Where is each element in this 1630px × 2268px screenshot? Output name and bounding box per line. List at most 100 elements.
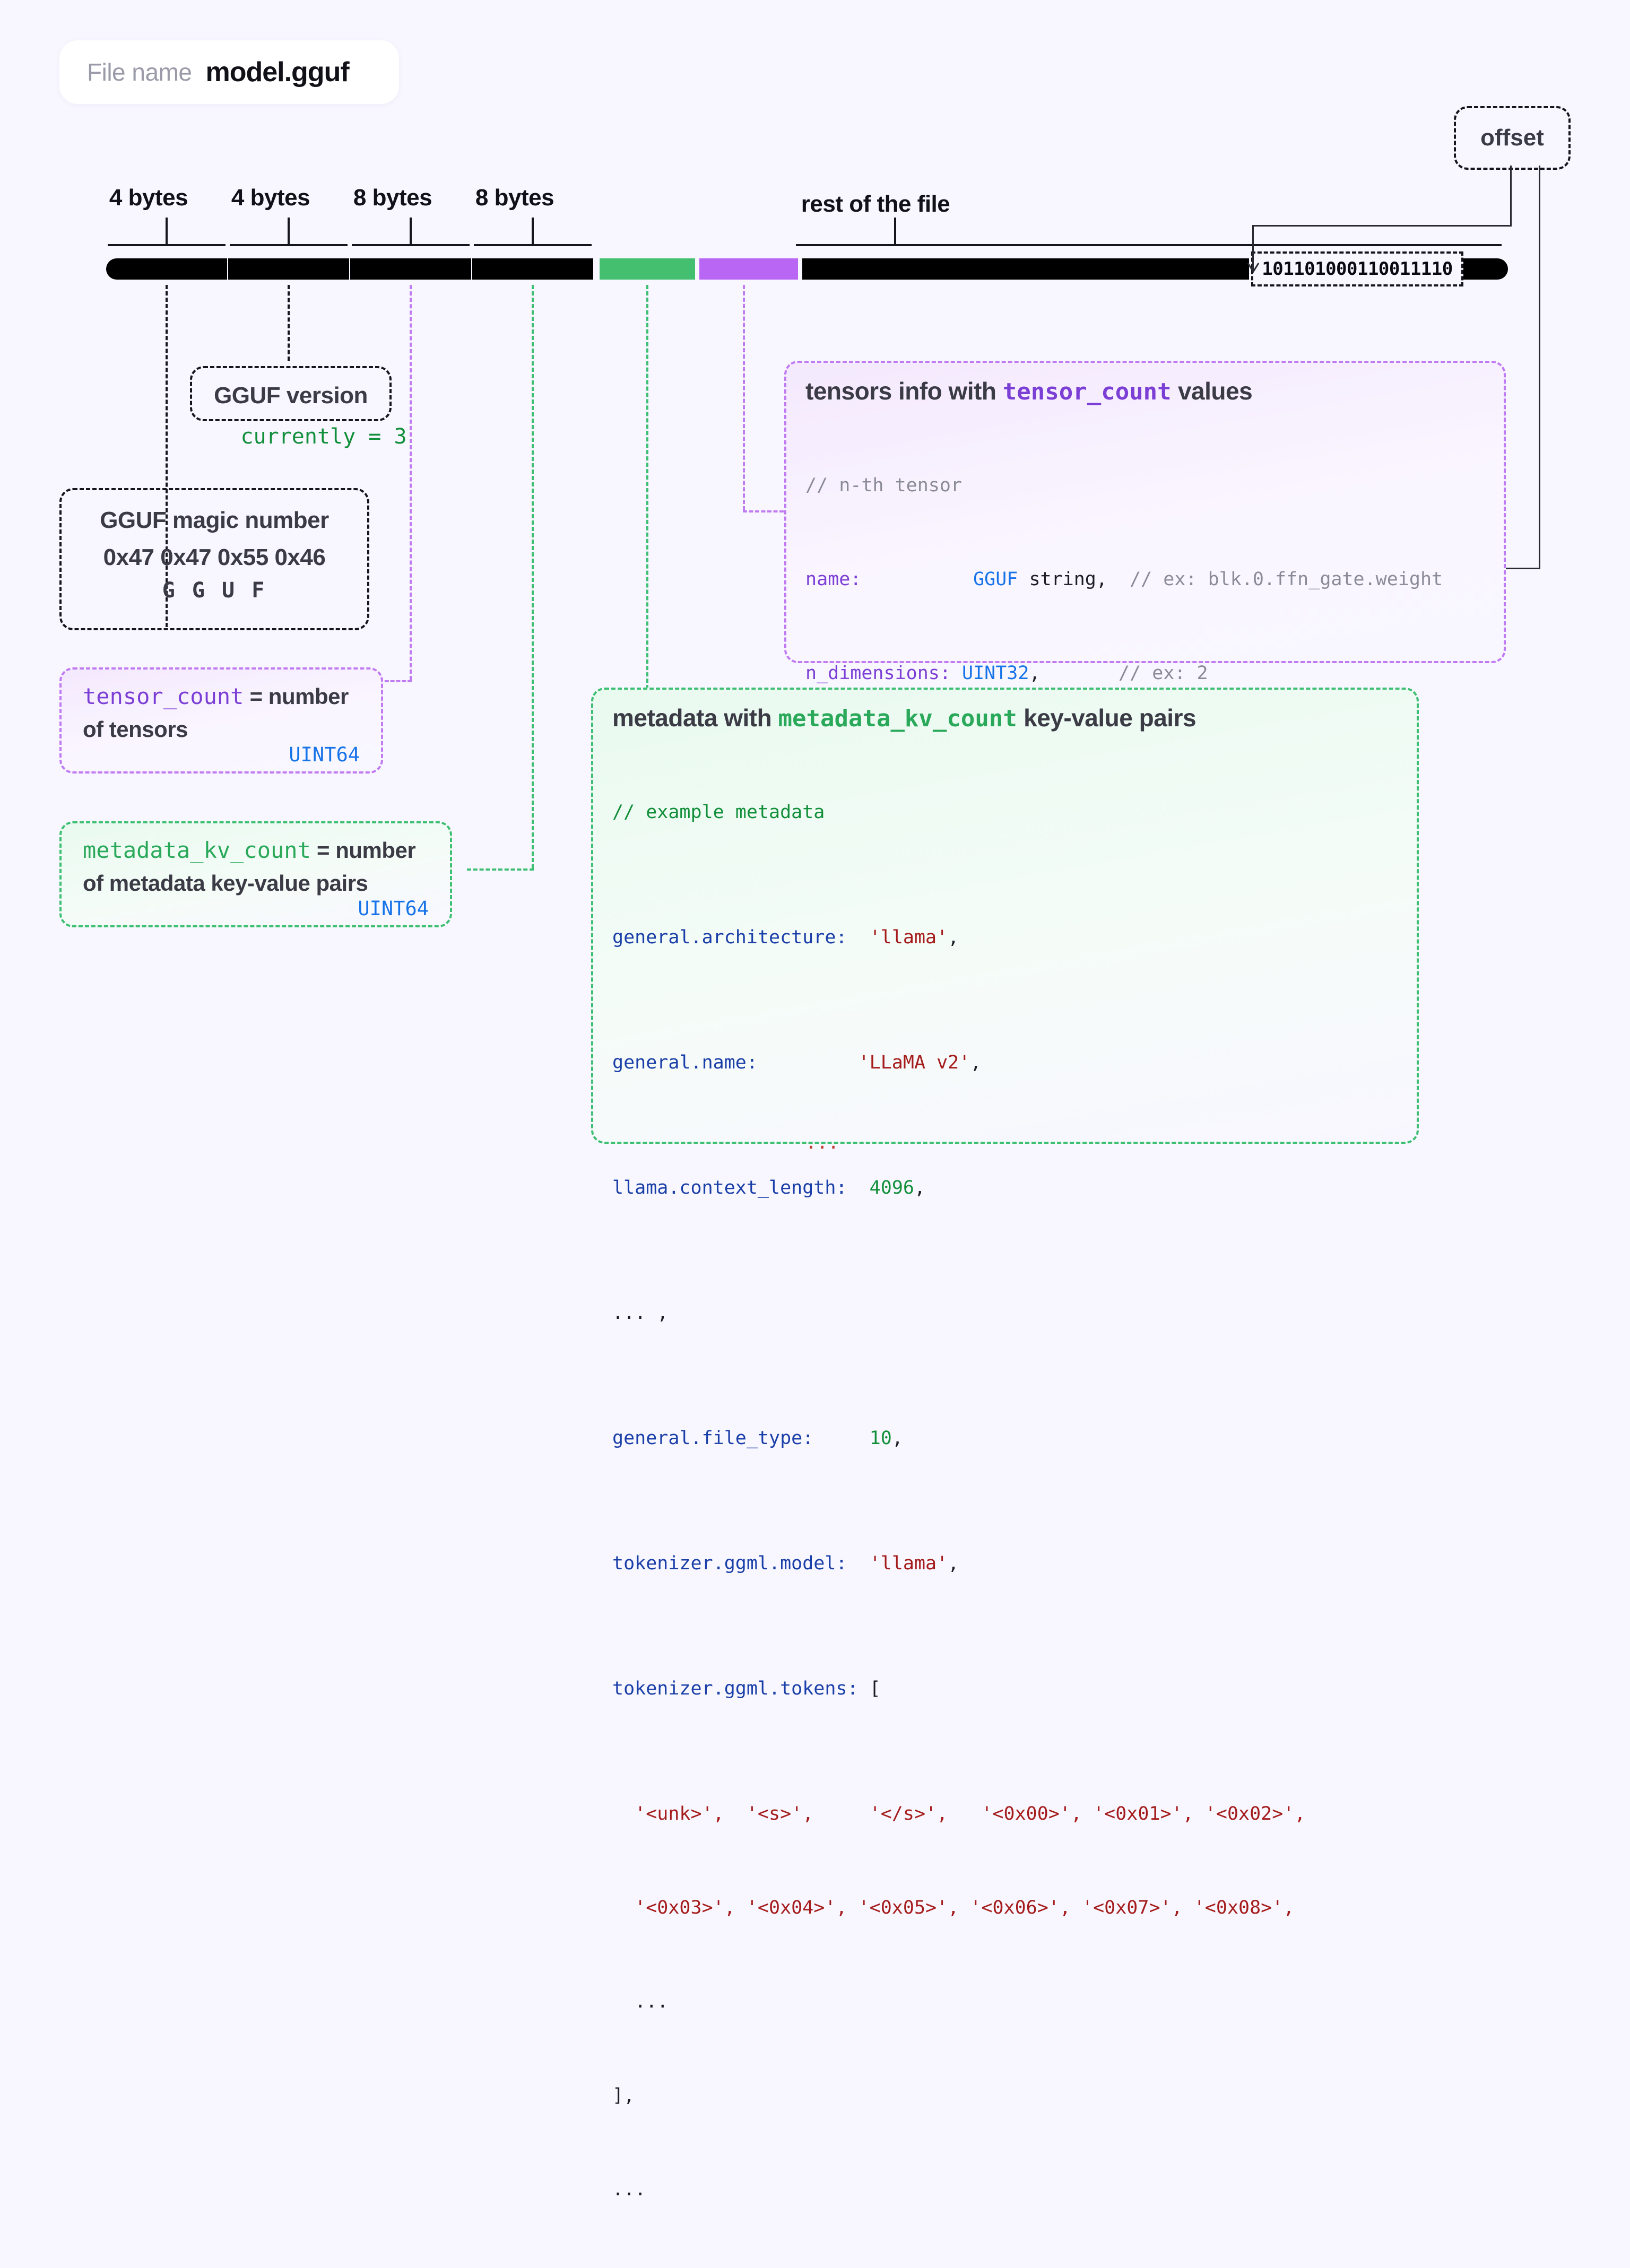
metadata-kv-count-name: metadata_kv_count [83,837,311,863]
bar-segment-version [228,258,349,280]
offset-arrow-seg-h1 [1252,225,1512,227]
tensor-count-type: UINT64 [289,743,360,766]
tensors-line-1-type: GGUF [973,569,1018,590]
metadata-kv-count-eq: = number [310,838,416,863]
tensors-line-1-key: name: [805,569,862,590]
span-tick-0 [166,218,168,244]
metadata-token-row-1: '<0x03>', '<0x04>', '<0x05>', '<0x06>', … [612,1897,1295,1918]
metadata-row-2-tail: , [914,1177,926,1198]
span-label-3: 8 bytes [475,185,554,211]
tensor-count-callout: tensor_count = number of tensors UINT64 [59,667,383,774]
tensors-line-0-comment: // n-th tensor [805,475,963,496]
tensors-info-callout: tensors info with tensor_count values //… [784,361,1506,1153]
gguf-version-title: GGUF version [214,383,368,409]
metadata-row-2-pad [847,1177,870,1198]
metadata-row-6-pad [859,1678,870,1699]
metadata-row-1-key: general.name: [612,1052,758,1073]
metadata-row-1-tail: , [970,1052,982,1073]
metadata-title-b: key-value pairs [1017,704,1197,732]
metadata-kv-count-type: UINT64 [358,897,429,920]
tensors-info-title-b: values [1171,377,1253,405]
tensors-line-2-key: n_dimensions: [805,663,951,684]
offset-arrow-seg-v2 [1252,225,1254,272]
metadata-row-1-pad [758,1052,859,1073]
bar-segment-metadata [600,258,695,280]
metadata-row-5-tail: , [948,1553,959,1574]
gguf-version-callout: GGUF version [190,366,392,421]
connector-kvcount-horizontal [467,868,534,871]
rest-of-file-label: rest of the file [801,191,950,217]
metadata-code: // example metadata general.architecture… [612,734,1398,2268]
offset-callout-label: offset [1480,125,1544,151]
tensors-line-2-comment: // ex: 2 [1040,663,1208,684]
tensor-count-name: tensor_count [83,683,244,709]
metadata-row-0-key: general.architecture: [612,927,847,948]
offset-arrow-seg-v1 [1510,166,1512,225]
metadata-row-5-key: tokenizer.ggml.model: [612,1553,847,1574]
bar-segment-rest-left [802,258,1249,280]
tensors-line-1-pad [861,569,973,590]
metadata-title-a: metadata with [612,704,778,732]
magic-number-hex: 0x47 0x47 0x55 0x46 [103,544,326,570]
span-rule-rest [796,244,1502,246]
file-name-label: File name [87,58,192,86]
span-label-0: 4 bytes [109,185,188,211]
metadata-kv-count-desc: of metadata key-value pairs [83,871,368,896]
tensor-count-desc: of tensors [83,717,188,742]
metadata-row-5-pad [847,1553,870,1574]
metadata-row-4-key: general.file_type: [612,1428,814,1449]
metadata-callout: metadata with metadata_kv_count key-valu… [591,688,1419,2200]
tensors-line-2-type2: , [1029,663,1041,684]
tensors-line-1-type2: string, [1018,569,1107,590]
tensor-count-eq: = number [244,684,349,709]
connector-tensorcount-horizontal-left [379,680,412,682]
connector-tensorsinfo-vertical [743,285,745,510]
metadata-row-0-tail: , [948,927,959,948]
metadata-row-2-key: llama.context_length: [612,1177,847,1198]
metadata-row-5-val: 'llama' [869,1553,948,1574]
bar-segment-kv-count [472,258,593,280]
connector-metadata-vertical [646,285,648,689]
magic-number-chars: G G U F [162,578,267,603]
bar-segment-tensors-info [699,258,798,280]
bar-segment-magic [106,258,227,280]
span-rule-3 [474,244,592,246]
metadata-kv-count-callout: metadata_kv_count = number of metadata k… [59,821,452,927]
metadata-row-6-key: tokenizer.ggml.tokens: [612,1678,859,1699]
file-name-pill: File name model.gguf [59,40,399,104]
metadata-row-4-tail: , [891,1428,903,1449]
tensors-info-title-a: tensors info with [805,377,1003,405]
gguf-version-note: currently = 3 [240,424,407,449]
span-rule-0 [108,244,226,246]
metadata-row-4-val: 10 [869,1428,892,1449]
connector-tensorsinfo-horizontal [743,510,796,512]
metadata-row-3-sep: ... , [612,1302,669,1324]
span-label-1: 4 bytes [231,185,310,211]
tensors-line-2-type: UINT32 [962,663,1029,684]
magic-number-title: GGUF magic number [100,507,329,533]
metadata-row-1-val: 'LLaMA v2' [858,1052,970,1073]
tensors-info-title-code: tensor_count [1002,378,1172,405]
metadata-token-row-0: '<unk>', '<s>', '</s>', '<0x00>', '<0x01… [612,1803,1306,1824]
metadata-row-0-pad [847,927,870,948]
span-label-2: 8 bytes [353,185,432,211]
span-rule-1 [230,244,348,246]
connector-version-vertical [288,285,290,361]
metadata-close-bracket: ], [612,2085,635,2106]
metadata-title-code: metadata_kv_count [778,705,1017,732]
span-tick-1 [288,218,290,244]
tensors-line-1-comment: // ex: blk.0.ffn_gate.weight [1107,569,1443,590]
offset-binary-box: 101101000110011110 [1251,251,1463,286]
bar-segment-rest-right [1463,258,1508,280]
span-tick-3 [532,218,534,244]
bar-segment-tensor-count [350,258,471,280]
metadata-trailing-ellipsis: ... [612,2179,646,2200]
span-tick-2 [410,218,412,244]
metadata-row-6-val: [ [869,1678,881,1699]
file-name-value: model.gguf [205,57,349,88]
tensors-line-2-pad [951,663,962,684]
offset-binary-value: 101101000110011110 [1262,258,1453,280]
connector-magic-vertical [166,285,168,627]
magic-number-callout: GGUF magic number 0x47 0x47 0x55 0x46 G … [59,488,369,630]
connector-tensorcount-vertical-down [410,285,412,680]
